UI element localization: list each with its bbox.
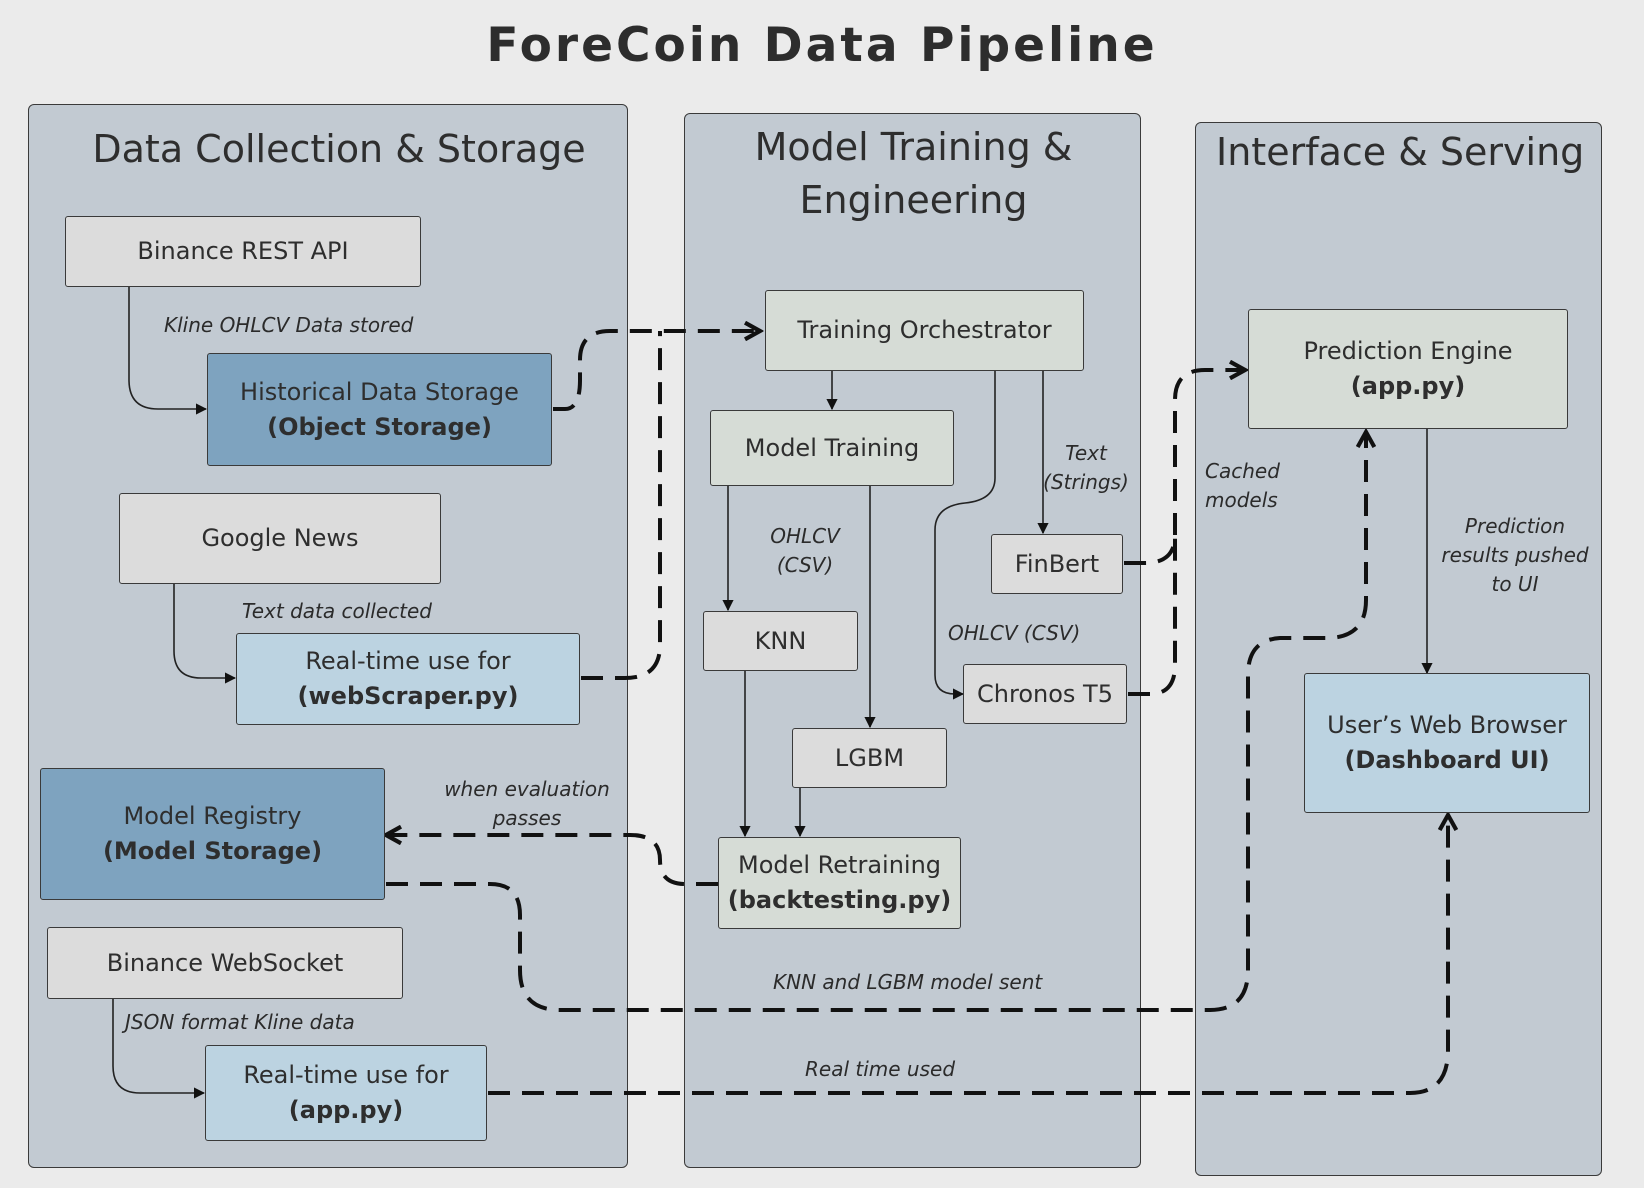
panel-title-line-1: Model Training & [754,125,1073,169]
edge-news-to-webscraper [173,583,237,684]
panel-interface-serving: Interface & Serving [1195,122,1602,1176]
training-orchestrator-node: Training Orchestrator [765,290,1084,371]
edge-chronos-to-engine [1128,535,1177,696]
training-orchestrator-label: Training Orchestrator [797,316,1052,344]
edge-rtapp-to-browser [488,815,1448,1095]
prediction-engine-label: Prediction Engine [1303,337,1513,365]
google-news-node: Google News [119,493,441,584]
edge-webscraper-to-orchestrator [581,331,662,680]
prediction-engine-sublabel: (app.py) [1350,372,1466,400]
binance-rest-api-node: Binance REST API [65,216,421,287]
historical-storage-label: Historical Data Storage [240,377,519,406]
edge-label-cached-line-1: Cached [1205,459,1280,483]
edge-label-kline-stored: Kline OHLCV Data stored [164,313,414,337]
edge-label-when-evaluation-passes: when evaluation passes [432,775,622,833]
edge-label-text-line-1: Text [1065,441,1107,465]
prediction-engine-node: Prediction Engine (app.py) [1248,309,1568,429]
realtime-app-node: Real-time use for (app.py) [205,1045,487,1141]
diagram-title: ForeCoin Data Pipeline [486,18,1158,73]
knn-label: KNN [754,626,807,655]
edge-orch-to-chronos [934,371,996,700]
binance-websocket-node: Binance WebSocket [47,927,403,999]
edge-registry-to-engine [386,432,1366,1012]
binance-rest-api-label: Binance REST API [137,237,349,265]
panel-title-data-collection: Data Collection & Storage [92,127,586,171]
model-retraining-node: Model Retraining (backtesting.py) [718,837,961,929]
knn-node: KNN [703,611,858,671]
chronos-t5-label: Chronos T5 [977,679,1113,708]
edge-label-ohlcv-line-1: OHLCV [770,524,840,548]
panel-title-model-training: Model Training & Engineering [685,121,1142,227]
edge-label-text-strings: Text (Strings) [1036,439,1136,497]
finbert-node: FinBert [991,534,1123,594]
model-registry-sublabel: (Model Storage) [102,837,323,865]
edge-label-knn-lgbm-sent: KNN and LGBM model sent [773,970,1043,994]
edge-label-eval-line-2: passes [492,806,562,830]
edge-label-cached-line-2: models [1205,488,1278,512]
edge-label-ohlcv-line-2: (CSV) [776,553,834,577]
web-browser-label: User’s Web Browser [1327,711,1567,739]
lgbm-node: LGBM [792,728,947,788]
edge-label-text-line-2: (Strings) [1043,470,1129,494]
edge-label-json-kline: JSON format Kline data [125,1010,355,1034]
historical-data-storage-node: Historical Data Storage (Object Storage) [207,353,552,466]
panel-title-interface-serving: Interface & Serving [1216,130,1585,174]
webscraper-node: Real-time use for (webScraper.py) [236,633,580,725]
model-training-label: Model Training [744,433,920,462]
edge-label-ohlcv-csv-chronos: OHLCV (CSV) [948,621,1081,645]
model-training-node: Model Training [710,410,954,486]
edge-label-cached-models: Cached models [1205,457,1280,515]
edge-label-real-time-used: Real time used [805,1057,956,1081]
model-registry-label: Model Registry [123,802,302,830]
edge-finbert-to-engine [1124,370,1245,565]
edge-label-pushed-line-3: to UI [1491,572,1539,596]
webscraper-label: Real-time use for [305,647,511,675]
web-browser-sublabel: (Dashboard UI) [1344,746,1550,774]
google-news-label: Google News [201,524,359,552]
realtime-app-label: Real-time use for [243,1061,449,1089]
model-retraining-sublabel: (backtesting.py) [727,886,952,914]
edge-label-ohlcv-csv: OHLCV (CSV) [755,522,855,580]
webscraper-sublabel: (webScraper.py) [297,682,519,710]
finbert-label: FinBert [1014,549,1100,578]
edge-label-pushed-line-2: results pushed [1441,543,1589,567]
historical-storage-sublabel: (Object Storage) [267,412,492,441]
edge-ws-to-rtapp [112,998,206,1099]
edge-historical-to-orchestrator [553,331,760,411]
edge-label-eval-line-1: when evaluation [444,777,610,801]
users-web-browser-node: User’s Web Browser (Dashboard UI) [1304,673,1590,813]
edge-label-prediction-results: Prediction results pushed to UI [1430,512,1600,599]
edge-label-pushed-line-1: Prediction [1464,514,1566,538]
lgbm-label: LGBM [834,743,905,772]
realtime-app-sublabel: (app.py) [288,1096,404,1124]
chronos-t5-node: Chronos T5 [963,664,1127,724]
edge-rest-to-historical [128,285,208,415]
model-retraining-label: Model Retraining [737,851,942,879]
edge-label-text-collected: Text data collected [242,599,432,623]
panel-title-line-2: Engineering [799,178,1028,222]
model-registry-node: Model Registry (Model Storage) [40,768,385,900]
edge-retraining-to-registry [386,835,718,886]
binance-websocket-label: Binance WebSocket [106,948,344,977]
